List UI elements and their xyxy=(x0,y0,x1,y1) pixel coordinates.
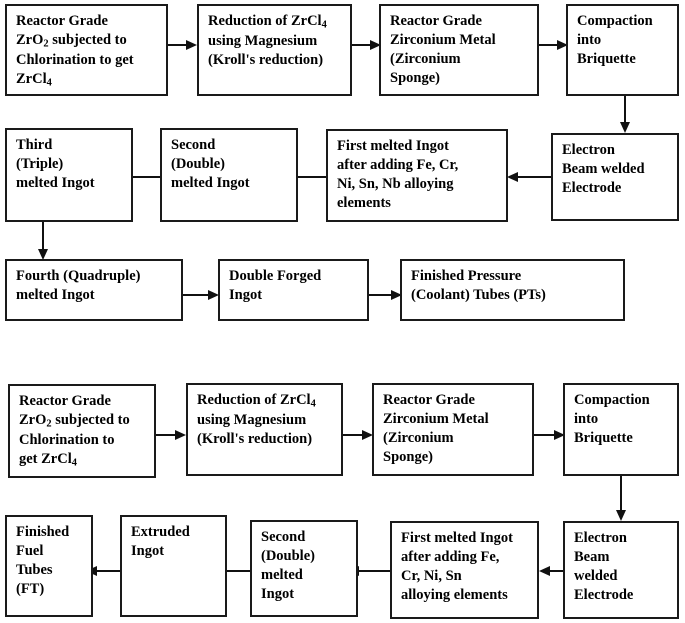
node-third-triple-melted-ingot-pt: Third (Triple) melted Ingot xyxy=(5,128,133,222)
arrowhead-pt-n1-to-pt-n2 xyxy=(186,39,197,50)
arrowhead-ft-n2-to-ft-n3 xyxy=(362,429,373,440)
edge-pt-n3-to-pt-n4 xyxy=(539,44,558,46)
edge-pt-n6-to-pt-n7 xyxy=(298,176,326,178)
arrowhead-pt-n2-to-pt-n3 xyxy=(370,39,381,50)
node-first-melted-ingot-alloying-ft: First melted Ingot after adding Fe, Cr, … xyxy=(390,521,539,619)
node-finished-pressure-coolant-tubes-pt: Finished Pressure (Coolant) Tubes (PTs) xyxy=(400,259,625,321)
arrowhead-pt-n5-to-pt-n6 xyxy=(507,171,518,182)
node-electron-beam-welded-electrode-ft: Electron Beam welded Electrode xyxy=(563,521,679,619)
arrowhead-ft-n1-to-ft-n2 xyxy=(175,429,186,440)
node-reactor-grade-zirconium-sponge-pt: Reactor Grade Zirconium Metal (Zirconium… xyxy=(379,4,539,96)
node-reactor-grade-zro2-chlorination-ft: Reactor Grade ZrO2 subjected to Chlorina… xyxy=(8,384,156,478)
edge-ft-n7-to-ft-n8 xyxy=(227,570,250,572)
node-double-forged-ingot-pt: Double Forged Ingot xyxy=(218,259,369,321)
edge-pt-n2-to-pt-n3 xyxy=(352,44,371,46)
arrowhead-ft-n3-to-ft-n4 xyxy=(554,429,565,440)
edge-pt-n8-to-pt-n9 xyxy=(42,222,44,253)
edge-ft-n2-to-ft-n3 xyxy=(343,434,363,436)
arrowhead-ft-n5-to-ft-n6 xyxy=(539,565,550,576)
edge-ft-n5-to-ft-n6 xyxy=(550,570,563,572)
edge-ft-n4-to-ft-n5 xyxy=(620,476,622,514)
edge-pt-n1-to-pt-n2 xyxy=(168,44,187,46)
edge-pt-n4-to-pt-n5 xyxy=(624,96,626,126)
arrowhead-pt-n10-to-pt-n11 xyxy=(391,289,402,300)
node-compaction-into-briquette-ft: Compaction into Briquette xyxy=(563,383,679,476)
node-reduction-zrcl4-kroll-pt: Reduction of ZrCl4 using Magnesium (Krol… xyxy=(197,4,352,96)
arrowhead-ft-n4-to-ft-n5 xyxy=(615,510,626,521)
node-reactor-grade-zro2-chlorination-pt: Reactor Grade ZrO2 subjected to Chlorina… xyxy=(5,4,168,96)
edge-pt-n10-to-pt-n11 xyxy=(369,294,392,296)
edge-pt-n9-to-pt-n10 xyxy=(183,294,209,296)
node-finished-fuel-tubes-ft: Finished Fuel Tubes (FT) xyxy=(5,515,93,617)
node-second-double-melted-ingot-pt: Second (Double) melted Ingot xyxy=(160,128,298,222)
node-second-double-melted-ingot-ft: Second (Double) melted Ingot xyxy=(250,520,358,617)
edge-pt-n7-to-pt-n8 xyxy=(133,176,160,178)
edge-pt-n5-to-pt-n6 xyxy=(518,176,551,178)
node-fourth-quadruple-melted-ingot-pt: Fourth (Quadruple) melted Ingot xyxy=(5,259,183,321)
node-electron-beam-welded-electrode-pt: Electron Beam welded Electrode xyxy=(551,133,679,221)
edge-ft-n3-to-ft-n4 xyxy=(534,434,555,436)
node-first-melted-ingot-alloying-pt: First melted Ingot after adding Fe, Cr, … xyxy=(326,129,508,222)
edge-ft-n8-to-ft-n9 xyxy=(97,570,120,572)
node-reduction-zrcl4-kroll-ft: Reduction of ZrCl4 using Magnesium (Krol… xyxy=(186,383,343,476)
arrowhead-pt-n9-to-pt-n10 xyxy=(208,289,219,300)
arrowhead-pt-n4-to-pt-n5 xyxy=(619,122,630,133)
edge-ft-n1-to-ft-n2 xyxy=(156,434,176,436)
arrowhead-pt-n8-to-pt-n9 xyxy=(37,249,48,260)
edge-ft-n6-to-ft-n7 xyxy=(359,570,390,572)
node-extruded-ingot-ft: Extruded Ingot xyxy=(120,515,227,617)
node-reactor-grade-zirconium-sponge-ft: Reactor Grade Zirconium Metal (Zirconium… xyxy=(372,383,534,476)
node-compaction-into-briquette-pt: Compaction into Briquette xyxy=(566,4,679,96)
arrowhead-pt-n3-to-pt-n4 xyxy=(557,39,568,50)
